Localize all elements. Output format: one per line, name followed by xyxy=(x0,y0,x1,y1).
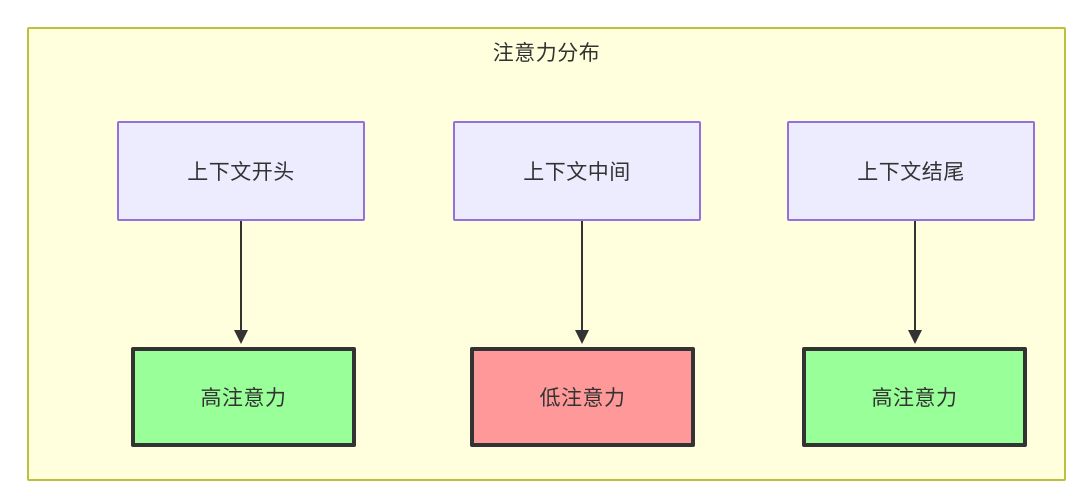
edge-line xyxy=(914,221,916,334)
edge-line xyxy=(581,221,583,334)
edge-context-start-to-high-attention xyxy=(234,221,248,347)
subgraph-title: 注意力分布 xyxy=(492,42,601,65)
node-high-attention-start[interactable]: 高注意力 xyxy=(131,347,356,447)
edge-context-middle-to-low-attention xyxy=(575,221,589,347)
node-context-middle[interactable]: 上下文中间 xyxy=(453,121,701,221)
arrowhead-icon xyxy=(908,330,922,344)
subgraph-container: 注意力分布 上下文开头 高注意力 上下文中间 低注意力 上下文结尾 高注意力 xyxy=(27,27,1066,481)
node-low-attention-middle[interactable]: 低注意力 xyxy=(470,347,695,447)
node-context-start[interactable]: 上下文开头 xyxy=(117,121,365,221)
edge-context-end-to-high-attention xyxy=(908,221,922,347)
arrowhead-icon xyxy=(234,330,248,344)
arrowhead-icon xyxy=(575,330,589,344)
node-context-end[interactable]: 上下文结尾 xyxy=(787,121,1035,221)
edge-line xyxy=(240,221,242,334)
node-high-attention-end[interactable]: 高注意力 xyxy=(802,347,1027,447)
